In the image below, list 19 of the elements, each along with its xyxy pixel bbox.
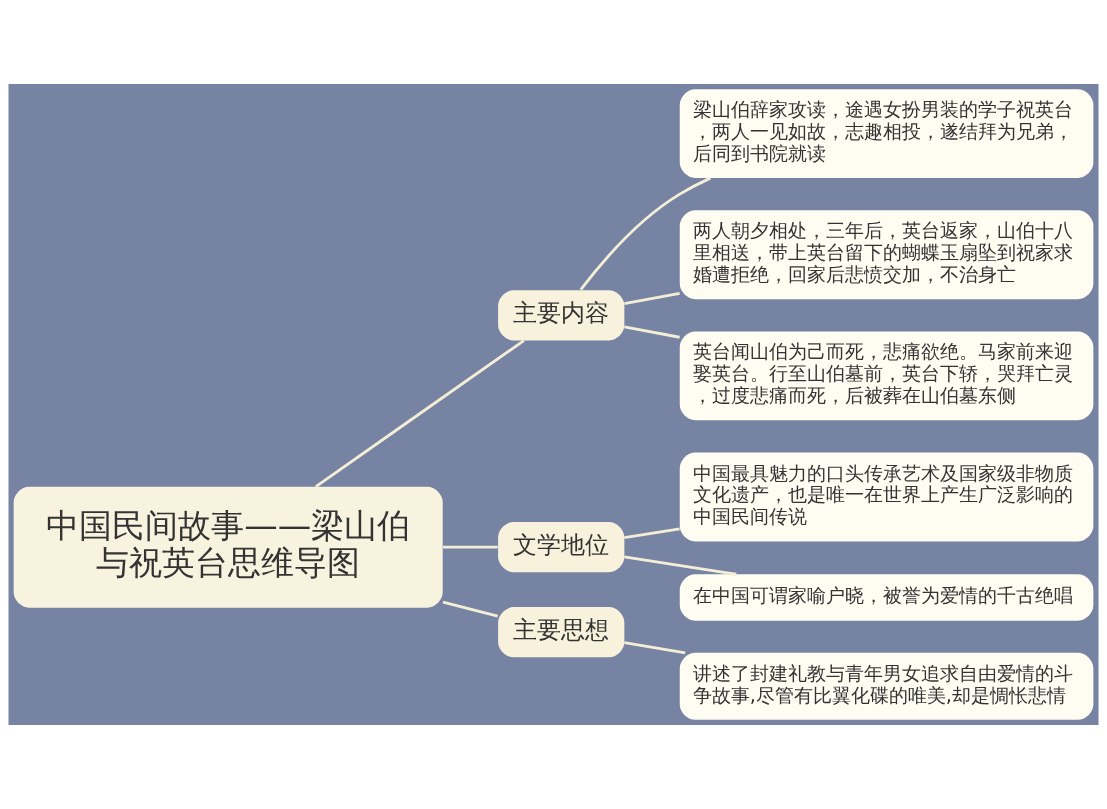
node-box: 中国民间故事——梁山伯与祝英台思维导图 <box>13 486 443 608</box>
node-box: 中国最具魅力的口头传承艺术及国家级非物质文化遗产，也是唯一在世界上产生广泛影响的中国民间传说 <box>679 452 1094 542</box>
connector <box>624 325 680 339</box>
connector <box>579 176 711 291</box>
node-box: 文学地位 <box>498 522 625 573</box>
node-box: 两人朝夕相处，三年后，英台返家，山伯十八里相送，带上英台留下的蝴蝶玉扇坠到祝家求婚遭拒绝，回家后悲愤交加，不治身亡 <box>679 210 1094 300</box>
connector <box>442 600 499 618</box>
connector <box>624 641 686 655</box>
node-box: 主要思想 <box>498 607 625 658</box>
connector <box>315 339 525 488</box>
node-box: 在中国可谓家喻户晓，被誉为爱情的千古绝唱 <box>679 574 1094 621</box>
connector <box>442 545 498 549</box>
node-box: 英台闻山伯为己而死，悲痛欲绝。马家前来迎娶英台。行至山伯墓前，英台下轿，哭拜亡灵，过度悲痛而死，后被葬在山伯墓东侧 <box>679 331 1094 421</box>
node-box: 主要内容 <box>498 290 625 341</box>
connector <box>624 527 680 539</box>
node-box: 梁山伯辞家攻读，途遇女扮男装的学子祝英台，两人一见如故，志趣相投，遂结拜为兄弟，后同到书院就读 <box>679 89 1094 179</box>
connector <box>624 555 737 576</box>
connector <box>624 291 680 306</box>
node-box: 讲述了封建礼教与青年男女追求自由爱情的斗争故事,尽管有比翼化碟的唯美,却是惆怅悲情 <box>679 652 1094 720</box>
